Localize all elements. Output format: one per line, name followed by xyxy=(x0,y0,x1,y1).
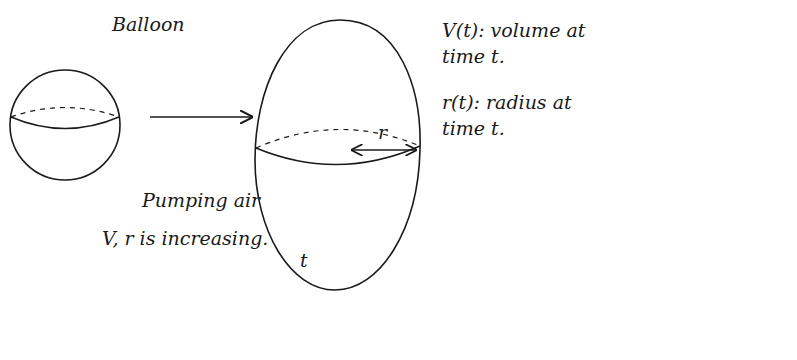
note-label: V(t): volume at time t. xyxy=(442,18,592,69)
radius-arrow xyxy=(352,149,416,150)
small-balloon xyxy=(10,70,120,180)
note-label: r(t): radius at time t. xyxy=(442,90,592,141)
equator-front xyxy=(256,146,420,165)
equator-back xyxy=(11,108,119,118)
note-label: r xyxy=(378,120,402,146)
note-label: V, r is increasing. xyxy=(102,226,302,252)
note-label: t xyxy=(300,248,330,274)
equator-front xyxy=(11,117,119,129)
note-label: Balloon xyxy=(112,12,232,38)
pump-arrow xyxy=(150,116,252,118)
equator-back xyxy=(256,129,420,148)
big-balloon xyxy=(255,20,420,290)
note-label: Pumping air xyxy=(142,188,282,214)
